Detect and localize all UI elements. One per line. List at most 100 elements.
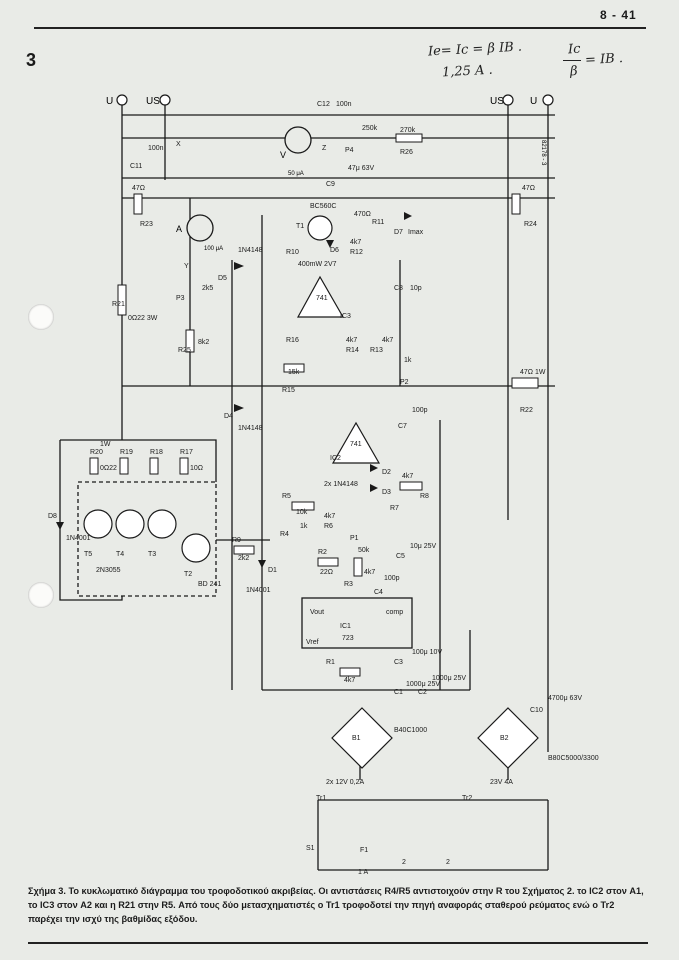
r15-symbol: [283, 363, 305, 373]
lbl-vout: Vout: [310, 609, 324, 616]
lbl-d8: D8: [48, 513, 57, 520]
lbl-r18: R18: [150, 449, 163, 456]
lbl-r26-val: 270k: [400, 127, 416, 134]
lbl-r8: R8: [420, 493, 429, 500]
terminal-u-minus: [116, 94, 128, 106]
voltmeter-label: V: [280, 150, 286, 160]
lbl-r5: R5: [282, 493, 291, 500]
lbl-tr2-val: 23V 4A: [490, 779, 513, 786]
lbl-r17: R17: [180, 449, 193, 456]
lbl-r1-val: 4k7: [344, 677, 355, 684]
figure-number: 3: [26, 50, 37, 70]
lbl-r8-val: 4k7: [402, 473, 413, 480]
ic1-box: [301, 597, 413, 649]
lbl-c12: C12: [317, 101, 330, 108]
lbl-point-y: Y: [184, 263, 189, 270]
lbl-r4: R4: [280, 531, 289, 538]
t3-symbol: [147, 509, 177, 539]
lbl-p1-val: 50k: [358, 547, 370, 554]
r2-symbol: [317, 557, 339, 567]
lbl-vref: Vref: [306, 639, 319, 646]
d6-symbol: [326, 240, 334, 248]
lbl-r9: R9: [232, 537, 241, 544]
lbl-r12-val: 4k7: [350, 239, 361, 246]
lbl-f1: F1: [360, 847, 368, 854]
b1-symbol: [331, 707, 393, 769]
r22-symbol: [511, 377, 539, 389]
lbl-c12-val: 100n: [336, 101, 352, 108]
lbl-d6: D6: [330, 247, 339, 254]
lbl-r21-val: 0Ω22 3W: [128, 315, 158, 322]
lbl-c4: C4: [374, 589, 383, 596]
lbl-t5: T5: [84, 551, 92, 558]
lbl-r21: R21: [112, 301, 125, 308]
lbl-p2-val: 1k: [404, 357, 412, 364]
lbl-c2-val: 1000μ 25V: [432, 675, 466, 682]
lbl-c2: C2: [418, 689, 427, 696]
lbl-c8-val: 10p: [410, 285, 422, 292]
lbl-r25: R25: [178, 347, 191, 354]
lbl-ic3: IC3: [340, 313, 351, 320]
lbl-r5-val: 10k: [296, 509, 308, 516]
lbl-ic2: IC2: [330, 455, 341, 462]
lbl-point-z: Z: [322, 145, 327, 152]
t1-symbol: [307, 215, 333, 241]
lbl-r13-val: 4k7: [382, 337, 393, 344]
r1-symbol: [339, 667, 361, 677]
lbl-r6: R6: [324, 523, 333, 530]
lbl-r2: R2: [318, 549, 327, 556]
ammeter-label: A: [176, 224, 182, 234]
lbl-p4: P4: [345, 147, 354, 154]
lbl-b1-type: B40C1000: [394, 727, 427, 734]
lbl-t2-type: BD 241: [198, 581, 221, 588]
r18-symbol: [149, 457, 159, 475]
lbl-p3: P3: [176, 295, 185, 302]
lbl-r14-val: 4k7: [346, 337, 357, 344]
voltmeter-symbol: [284, 126, 312, 154]
r17-symbol: [179, 457, 189, 475]
lbl-t1-type: BC560C: [310, 203, 336, 210]
lbl-r-emit: 0Ω22: [100, 465, 117, 472]
schematic-diagram: U US US U 82178 - 3 V 50 μA A 100 μA: [48, 94, 599, 876]
lbl-d3: D3: [382, 489, 391, 496]
punch-hole-top: [28, 304, 54, 330]
lbl-ic1-type: 723: [342, 635, 354, 642]
lbl-r16: R16: [286, 337, 299, 344]
lbl-c8: C8: [394, 285, 403, 292]
lbl-t1: T1: [296, 223, 304, 230]
lbl-r7: R7: [390, 505, 399, 512]
lbl-c10-val: 4700μ 63V: [548, 695, 582, 702]
lbl-ic3-type: 741: [316, 295, 328, 302]
d8-symbol: [56, 522, 64, 530]
lbl-r13: R13: [370, 347, 383, 354]
lbl-c7-val: 100p: [412, 407, 428, 414]
lbl-p3-val: 2k5: [202, 285, 213, 292]
lbl-tr2: Tr2: [462, 795, 472, 802]
lbl-r23: R23: [140, 221, 153, 228]
d1-symbol: [258, 560, 266, 568]
r26-symbol: [395, 133, 423, 143]
lbl-d6-val: 400mW 2V7: [298, 261, 337, 268]
lbl-d1: D1: [268, 567, 277, 574]
lbl-c9: C9: [326, 181, 335, 188]
ic2-symbol: [331, 421, 381, 464]
lbl-d4: D4: [224, 413, 233, 420]
lbl-r22-val: 47Ω 1W: [520, 369, 546, 376]
r3-symbol: [353, 557, 363, 577]
lbl-p2: P2: [400, 379, 409, 386]
lbl-r3-val: 4k7: [364, 569, 375, 576]
terminal-us-minus: [159, 94, 171, 106]
lbl-r3: R3: [344, 581, 353, 588]
lbl-c3-val: 100μ 10V: [412, 649, 442, 656]
lbl-r9-val: 2k2: [238, 555, 249, 562]
lbl-c11-val: 100n: [148, 145, 164, 152]
lbl-r4-val: 1k: [300, 523, 308, 530]
lbl-r24: R24: [524, 221, 537, 228]
lbl-d2d3: 2x 1N4148: [324, 481, 358, 488]
r24-symbol: [511, 193, 521, 215]
r20-symbol: [89, 457, 99, 475]
t4-symbol: [115, 509, 145, 539]
label-us-minus: US: [146, 96, 160, 107]
lbl-r24-val: 47Ω: [522, 185, 535, 192]
r25-symbol: [185, 329, 195, 353]
